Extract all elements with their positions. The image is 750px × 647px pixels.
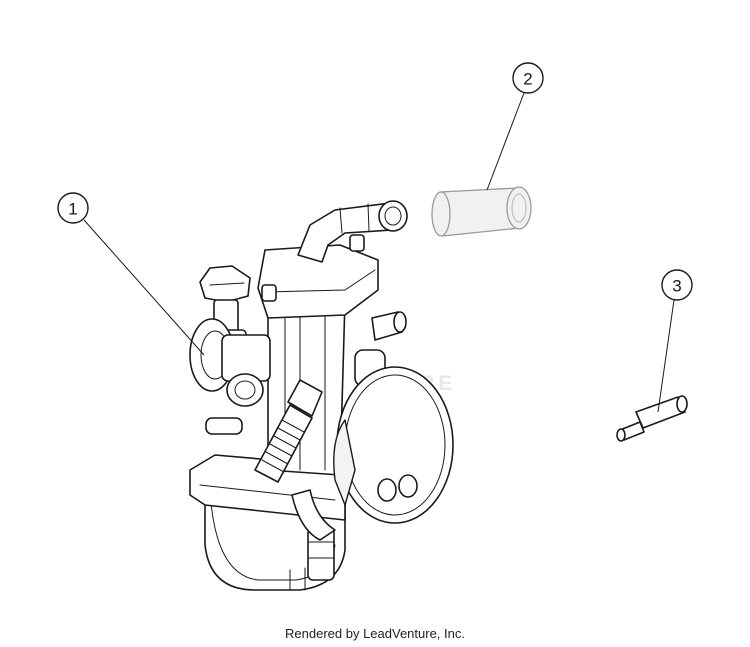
callout-2-label: 2 (523, 70, 532, 89)
carburetor-assembly[interactable] (189, 200, 454, 591)
callout-3-label: 3 (672, 277, 681, 296)
callout-1-label: 1 (68, 200, 77, 219)
callout-3[interactable]: 3 (657, 269, 693, 413)
callout-2[interactable]: 2 (486, 62, 544, 191)
pin-needle[interactable] (616, 395, 688, 442)
callout-1[interactable]: 1 (57, 192, 205, 356)
footer-credit: Rendered by LeadVenture, Inc. (285, 626, 465, 641)
intake-tube[interactable] (431, 186, 532, 237)
